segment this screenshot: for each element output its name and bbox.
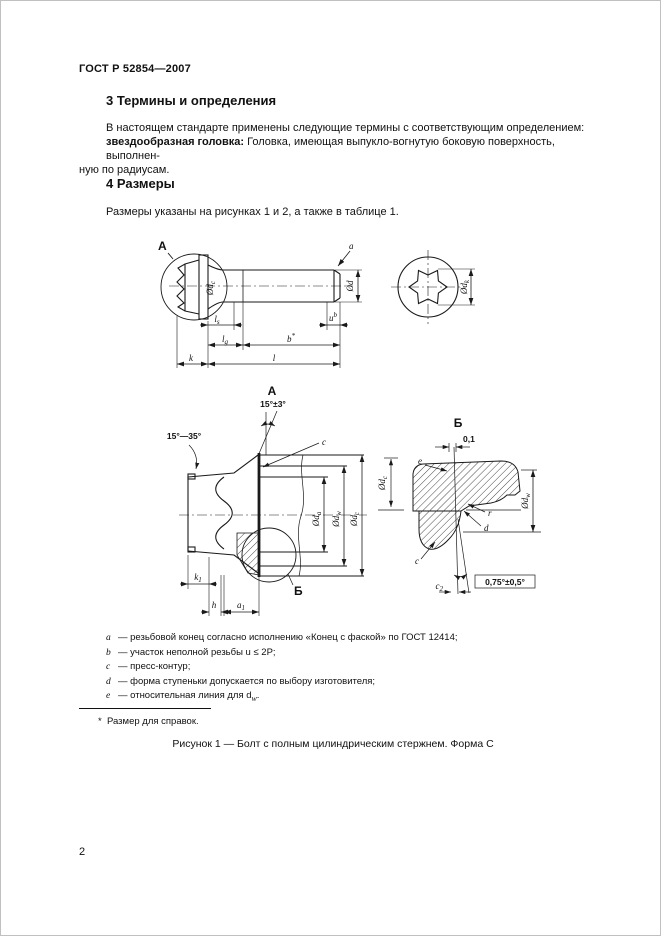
detail-B-dc-dim	[378, 457, 404, 511]
star-face-angle-leader	[188, 444, 200, 470]
bolt-outline	[176, 254, 341, 320]
paragraph-line: звездообразная головка: Головка, имеющая…	[79, 135, 587, 163]
term-bold: звездообразная головка:	[106, 136, 245, 148]
detail-circle-A	[160, 252, 228, 321]
dim-label-da: Øda	[311, 511, 323, 527]
dim-label-u: ub	[329, 311, 338, 323]
detail-c2-label: c2	[436, 581, 444, 593]
view-A-title: А	[268, 384, 277, 398]
page-number: 2	[79, 846, 86, 858]
figure2-view-A-and-detail-B: А 15°±3° 15°—35°	[167, 384, 541, 616]
footnote-a: a— резьбовой конец согласно исполнению «…	[106, 632, 458, 643]
detail-B-leader	[287, 573, 294, 586]
dimension-lines	[177, 250, 361, 367]
detail-d-label: d	[484, 523, 489, 533]
press-contour-label: c	[322, 437, 326, 447]
detail-marker-B: Б	[294, 584, 303, 598]
footnote-d: d— форма ступеньки допускается по выбору…	[106, 675, 376, 687]
detail-dim-label-dw: Ødw	[520, 493, 532, 510]
paragraph-line: В настоящем стандарте применены следующи…	[106, 122, 585, 134]
figure-footnotes: a— резьбовой конец согласно исполнению «…	[106, 631, 576, 706]
flange-face-angle	[257, 410, 278, 457]
section4-title: 4 Размеры	[106, 176, 175, 191]
dim-label-k1: k1	[194, 572, 202, 584]
detail-B-upper-section	[412, 460, 521, 512]
angle-top-label: 15°±3°	[260, 399, 286, 409]
detail-c-label: c	[415, 556, 419, 566]
flange-section-hatch	[236, 532, 260, 576]
dim-label-dc: Ødc	[349, 511, 361, 527]
section4-paragraph: Размеры указаны на рисунках 1 и 2, а так…	[106, 206, 399, 218]
paragraph-line: ную по радиусам.	[79, 164, 170, 176]
section3-paragraph: В настоящем стандарте применены следующи…	[79, 121, 587, 177]
detail-r-label: r	[488, 508, 492, 518]
figure-caption: Рисунок 1 — Болт с полным цилиндрическим…	[172, 738, 494, 750]
footnote-e: e— относительная линия для dw.	[106, 690, 260, 703]
dim-label-l: l	[273, 353, 276, 363]
detail-angle-frame	[474, 574, 536, 589]
detail-dim-label-dc: Ødc	[377, 475, 389, 491]
reference-note: * Размер для справок.	[98, 716, 199, 727]
detail-B-title: Б	[454, 416, 463, 430]
view-A-bottom-extensions	[187, 555, 260, 616]
dim-label-a1: a1	[237, 600, 245, 612]
dim-label-d: Ød	[345, 280, 355, 292]
detail-angle-label: 0,75°±0,5°	[485, 577, 525, 587]
dim-label-h: h	[212, 600, 217, 610]
detail-gap-label: 0,1	[463, 434, 475, 444]
press-contour-leader	[262, 442, 320, 468]
dim-label-dk: Ødk	[459, 279, 471, 295]
footnote-rule	[79, 708, 211, 709]
doc-code-header: ГОСТ Р 52854—2007	[79, 63, 191, 75]
detail-marker-A: А	[158, 239, 167, 253]
dim-label-b: b*	[287, 332, 296, 344]
dim-label-a: a	[349, 241, 354, 251]
section3-title: 3 Термины и определения	[106, 93, 277, 108]
figure1-bolt-side-and-end-view: А a Ød Ødc	[158, 239, 475, 368]
footnote-c: c— пресс-контур;	[106, 661, 191, 672]
view-A-diameter-dims	[321, 455, 365, 576]
detail-circle-B	[241, 527, 297, 583]
dim-label-ls: ls	[214, 314, 220, 326]
dim-label-lg: lg	[222, 334, 229, 346]
detail-B-lower-section	[418, 510, 462, 550]
view-A-bottom-dims	[180, 581, 259, 615]
dim-label-k: k	[189, 353, 194, 363]
term-definition: Головка, имеющая выпукло-вогнутую бокову…	[106, 136, 555, 162]
angle-left-label: 15°—35°	[167, 431, 202, 441]
dim-label-dw: Ødw	[331, 511, 343, 528]
detail-e-label: e	[418, 456, 422, 466]
dim-label-dc: Ødc	[205, 280, 217, 296]
footnote-b: b— участок неполной резьбы u ≤ 2P;	[106, 646, 276, 658]
